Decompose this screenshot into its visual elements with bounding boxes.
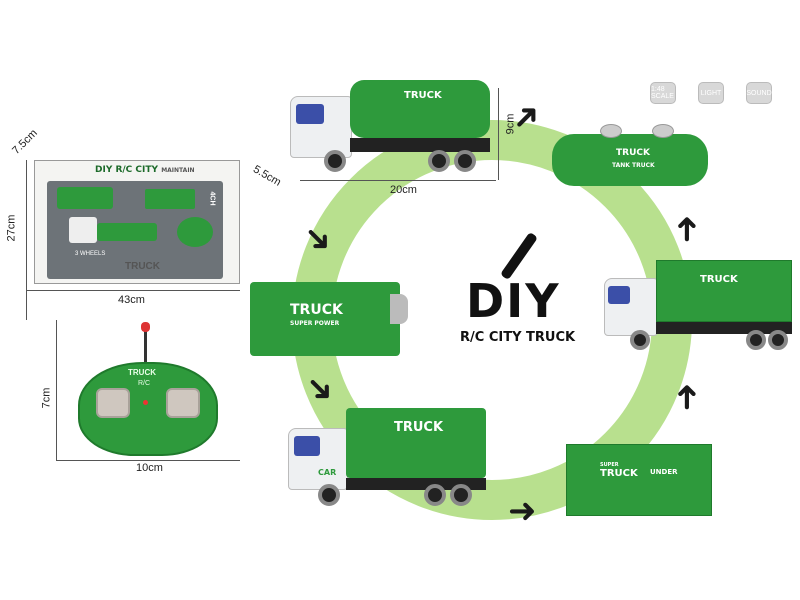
remote-height-line [56,320,57,460]
arrow-right-up2-icon: ➜ [666,382,707,412]
tanker-wheel-mid [428,150,450,172]
box-part-tank [57,187,113,209]
box-width-line [26,290,240,291]
arrow-bottom-right-icon: ➜ [508,491,537,531]
container-part-text: TRUCK [600,468,638,479]
truck-length-line [300,180,496,181]
tanker-wheel-rear [454,150,476,172]
box-height-line [26,160,27,320]
package-box: DIY R/C CITY MAINTAIN 4CH TRUCK 3 WHEELS [34,160,240,284]
box-height-label: 27cm [5,214,18,242]
truck-height-line [498,88,499,180]
container-truck-wheel1 [630,330,650,350]
remote-height-label: 7cm [40,387,53,409]
remote-group: 7cm 10cm TRUCK R/C [40,320,240,480]
truck-length-label: 20cm [390,184,417,196]
garbage-box-lid [390,294,408,324]
tanker-tank [350,80,490,138]
sound-badge-icon: SOUND [746,82,772,104]
garbage-truck-box [346,408,486,478]
package-box-group: 7.5cm 27cm 43cm DIY R/C CITY MAINTAIN 4C… [0,127,260,320]
box-brand-text: DIY R/C CITY [95,165,159,175]
diy-title: DIY [466,274,561,328]
tank-part-text: TRUCK [616,148,650,158]
container-part-suffix: UNDER [650,468,678,476]
remote-width-label: 10cm [136,462,163,474]
container-truck-wheel3 [768,330,788,350]
container-part-body [566,444,712,516]
remote-width-line [56,460,240,461]
garbage-truck-wheel2 [424,484,446,506]
garbage-truck-chassis [346,478,486,490]
garbage-box-body [250,282,400,356]
truck-height-label: 9cm [504,113,517,135]
tanker-wheel-front [324,150,346,172]
garbage-truck-wheel1 [318,484,340,506]
diy-logo: DIY R/C CITY TRUCK [456,230,575,350]
garbage-box-part: TRUCK SUPER POWER [250,276,410,360]
box-wheels: 3 WHEELS [75,251,106,257]
tank-part-sub: TANK TRUCK [612,162,655,169]
garbage-truck: TRUCK CAR [284,404,496,514]
garbage-box-sub: SUPER POWER [290,320,340,327]
container-truck-box [656,260,792,322]
diy-subtitle: R/C CITY TRUCK [460,330,576,345]
remote-label-rc: R/C [138,380,151,387]
tank-part: TRUCK TANK TRUCK [552,122,712,192]
remote-label-truck: TRUCK [128,368,156,377]
arrow-right-up-icon: ➜ [666,214,707,244]
remote-right-buttons [166,388,200,418]
tanker-windshield [296,104,324,124]
tank-part-cap2 [652,124,674,138]
remote-led [143,400,148,405]
box-width-label: 43cm [118,294,145,306]
container-truck-wheel2 [746,330,766,350]
tank-part-cap1 [600,124,622,138]
container-truck: TRUCK [600,256,798,356]
feature-badges: 1:48 SCALE LIGHT SOUND [650,82,772,104]
container-truck-text: TRUCK [700,274,738,285]
light-badge-icon: LIGHT [698,82,724,104]
tanker-chassis [350,138,490,152]
box-brand: DIY R/C CITY MAINTAIN [95,165,195,175]
container-truck-windshield [608,286,630,304]
scale-badge-icon: 1:48 SCALE [650,82,676,104]
garbage-truck-wheel3 [450,484,472,506]
garbage-truck-cab-text: CAR [318,468,337,477]
screwdriver-icon [499,231,539,281]
garbage-truck-windshield [294,436,320,456]
box-depth-label: 7.5cm [10,127,40,157]
box-part-chassis [97,223,157,241]
garbage-box-text: TRUCK [290,302,343,318]
tanker-truck: TRUCK CAR [284,76,504,186]
box-part-remote [177,217,213,247]
box-truck-word: TRUCK [125,261,160,272]
tanker-tank-text: TRUCK [404,90,442,101]
tank-part-body [552,134,708,186]
remote-antenna [144,328,147,366]
garbage-truck-text: TRUCK [394,420,444,435]
remote-antenna-tip [141,322,150,332]
box-part-container [145,189,195,209]
container-part: SUPER TRUCK UNDER [566,444,714,518]
container-part-prefix: SUPER [600,462,619,468]
box-channel: 4CH [208,191,216,206]
box-brand-sub: MAINTAIN [161,167,195,174]
remote-left-buttons [96,388,130,418]
box-part-cab [69,217,97,243]
